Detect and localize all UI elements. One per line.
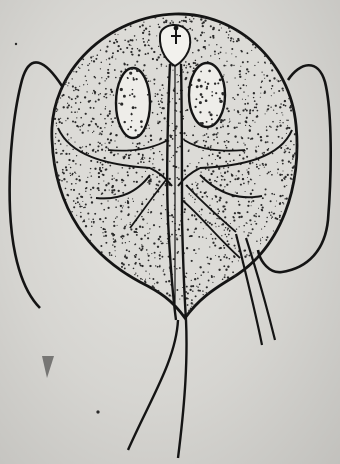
posterior-flagella — [128, 320, 187, 458]
anterior-flagellum-left — [10, 62, 62, 308]
